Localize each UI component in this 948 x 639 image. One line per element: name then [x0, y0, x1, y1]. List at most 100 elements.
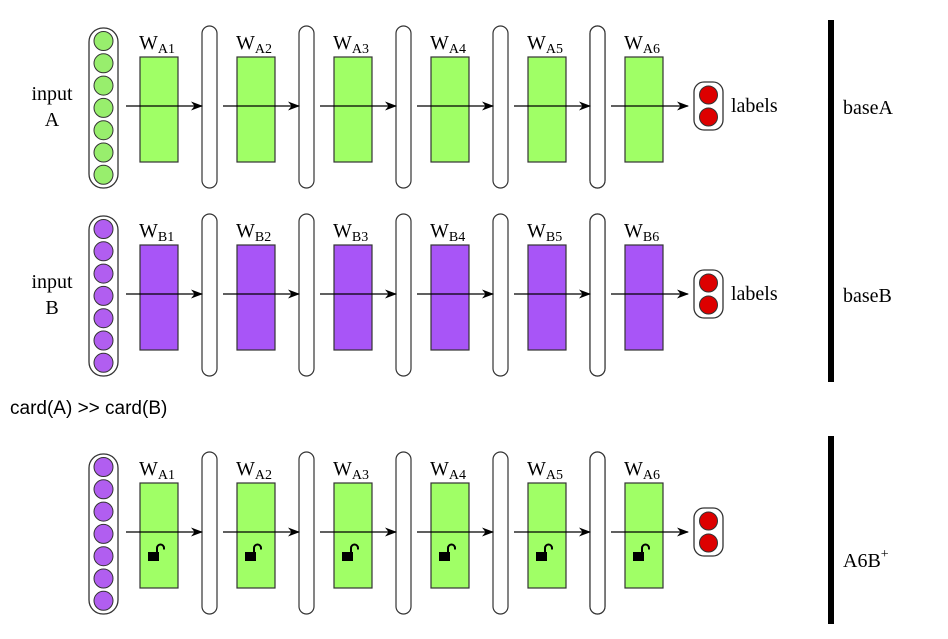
- group-label-baseb: baseB: [843, 285, 892, 307]
- weight-layer: [430, 56, 470, 163]
- weight-layer: [333, 482, 373, 589]
- input-neuron: [93, 479, 114, 500]
- input-neuron: [93, 352, 114, 373]
- padlock-shackle: [156, 543, 165, 552]
- padlock-shackle: [544, 543, 553, 552]
- weight-label: WB1: [139, 220, 174, 245]
- input-neuron: [93, 308, 114, 329]
- input-label-b: B: [45, 297, 58, 319]
- weight-layer: [624, 482, 664, 589]
- input-neuron: [93, 285, 114, 306]
- padlock-shackle: [350, 543, 359, 552]
- padlock-body: [633, 552, 644, 561]
- weight-layer: [139, 244, 179, 351]
- padlock-body: [245, 552, 256, 561]
- layer-separator: [298, 451, 315, 615]
- input-neuron: [93, 457, 114, 477]
- layer-separator: [298, 213, 315, 377]
- weight-label: WA1: [139, 458, 175, 483]
- padlock-body: [342, 552, 353, 561]
- weight-label: WA6: [624, 458, 660, 483]
- weight-layer: [430, 482, 470, 589]
- output-label: labels: [731, 283, 778, 305]
- weight-label: WA2: [236, 458, 272, 483]
- output-neuron: [699, 85, 718, 105]
- weight-layer: [236, 244, 276, 351]
- weight-layer: [527, 482, 567, 589]
- layer-separator: [589, 25, 606, 189]
- padlock-body: [439, 552, 450, 561]
- input-neuron: [93, 590, 114, 611]
- weight-layer: [624, 56, 664, 163]
- unlocked-padlock-icon: [439, 543, 456, 561]
- weight-layer: [527, 244, 567, 351]
- input-label-a: A: [45, 109, 60, 131]
- group-label-a6b: A6B+: [843, 547, 889, 572]
- input-label-a: input: [31, 83, 73, 105]
- weight-layer: [236, 56, 276, 163]
- weight-layer: [430, 244, 470, 351]
- padlock-shackle: [447, 543, 456, 552]
- unlocked-padlock-icon: [245, 543, 262, 561]
- weight-label: WA3: [333, 32, 369, 57]
- padlock-shackle: [253, 543, 262, 552]
- weight-label: WA6: [624, 32, 660, 57]
- input-neuron: [93, 501, 114, 522]
- unlocked-padlock-icon: [633, 543, 650, 561]
- weight-label: WA4: [430, 32, 466, 57]
- layer-separator: [395, 451, 412, 615]
- weight-layer: [139, 56, 179, 163]
- output-label: labels: [731, 95, 778, 117]
- weight-layer: [333, 56, 373, 163]
- output-neuron: [699, 533, 718, 553]
- layer-separator: [201, 213, 218, 377]
- input-neuron: [93, 164, 114, 185]
- weight-label: WB3: [333, 220, 368, 245]
- output-neuron: [699, 107, 718, 127]
- input-neuron: [93, 75, 114, 96]
- weight-layer: [236, 482, 276, 589]
- layer-separator: [395, 213, 412, 377]
- padlock-body: [536, 552, 547, 561]
- input-neuron: [93, 219, 114, 239]
- weight-label: WA3: [333, 458, 369, 483]
- layer-separator: [395, 25, 412, 189]
- output-neuron: [699, 273, 718, 293]
- padlock-body: [148, 552, 159, 561]
- layer-separator: [201, 25, 218, 189]
- unlocked-padlock-icon: [342, 543, 359, 561]
- layer-separator: [589, 213, 606, 377]
- weight-label: WB4: [430, 220, 465, 245]
- weight-label: WA4: [430, 458, 466, 483]
- input-neuron: [93, 53, 114, 74]
- layer-separator: [589, 451, 606, 615]
- weight-label: WA2: [236, 32, 272, 57]
- weight-label: WA5: [527, 458, 563, 483]
- layer-separator: [492, 25, 509, 189]
- input-neuron: [93, 568, 114, 589]
- output-neuron: [699, 295, 718, 315]
- weight-label: WB5: [527, 220, 562, 245]
- input-neuron: [93, 330, 114, 351]
- layer-separator: [492, 213, 509, 377]
- group-label-basea: baseA: [843, 97, 894, 119]
- input-neuron: [93, 97, 114, 118]
- input-neuron: [93, 546, 114, 567]
- unlocked-padlock-icon: [536, 543, 553, 561]
- weight-layer: [624, 244, 664, 351]
- weight-label: WB6: [624, 220, 659, 245]
- weight-layer: [333, 244, 373, 351]
- layer-separator: [298, 25, 315, 189]
- unlocked-padlock-icon: [148, 543, 165, 561]
- input-neuron: [93, 31, 114, 51]
- input-neuron: [93, 241, 114, 262]
- row-a6b: WA1 WA2 WA3 WA4 WA5 WA6: [88, 451, 724, 615]
- weight-label: WB2: [236, 220, 271, 245]
- input-neuron: [93, 523, 114, 544]
- weight-label: WA5: [527, 32, 563, 57]
- input-label-b: input: [31, 271, 73, 293]
- padlock-shackle: [641, 543, 650, 552]
- layer-separator: [201, 451, 218, 615]
